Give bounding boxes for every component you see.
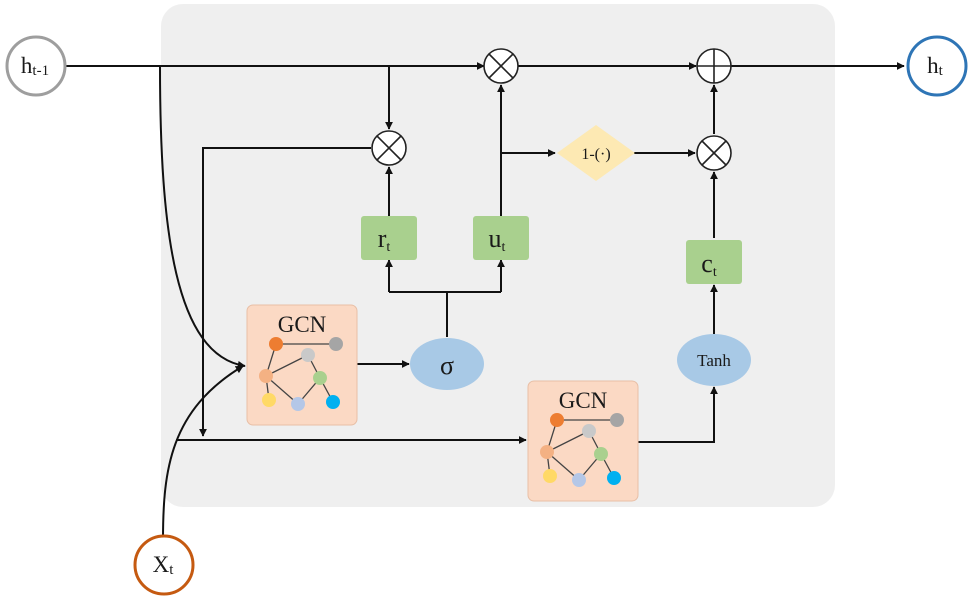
svg-text:rt: rt [378,224,391,255]
tanh-label: Tanh [697,351,731,370]
h-prev-node: ht-1 [5,35,67,97]
gcn-label: GCN [278,312,327,337]
svg-text:ht-1: ht-1 [21,53,49,79]
tanh-activation: Tanh [677,334,751,386]
h-out-node: ht [906,35,968,97]
multiply-op-reset [371,130,407,166]
sigmoid-activation: σ [410,338,484,390]
update-gate: ut [473,216,529,260]
one-minus-op: 1-(·) [557,125,635,181]
svg-text:ht: ht [927,53,944,79]
svg-text:Xt: Xt [153,552,175,578]
add-op [696,48,732,84]
x-in-node: Xt [133,534,195,596]
gcn-block-candidate: GCN [527,380,639,502]
multiply-op-candidate [696,135,732,171]
svg-text:ct: ct [701,249,717,280]
graph-icon [259,337,343,411]
candidate-gate: ct [686,240,742,284]
reset-gate: rt [361,216,417,260]
multiply-op-top [483,48,519,84]
one-minus-label: 1-(·) [581,146,610,163]
wires [66,62,905,541]
sigma-label: σ [440,351,454,380]
gcn-label: GCN [559,388,608,413]
graph-icon [540,413,624,487]
svg-text:ut: ut [489,224,506,255]
gcn-block-gates: GCN [246,304,358,426]
